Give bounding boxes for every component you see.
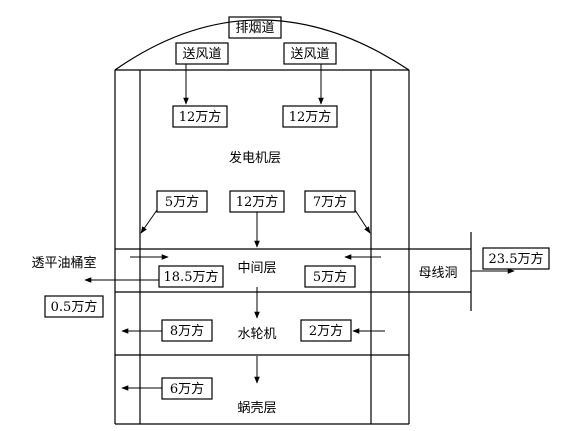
oil-tank-flow-label: 0.5万方	[51, 299, 98, 315]
supply-duct-right-label: 送风道	[290, 47, 329, 62]
turbine-right-flow-label: 2万方	[309, 323, 343, 339]
supply-right-flow-label: 12万方	[289, 109, 332, 125]
generator-floor-label: 发电机层	[229, 150, 281, 166]
supply-right-flow-box	[282, 105, 338, 128]
gen-center-flow-label: 12万方	[236, 194, 279, 210]
exhaust-duct-box	[228, 16, 282, 39]
busbar-flow-box	[482, 247, 550, 270]
busbar-flow-label: 23.5万方	[489, 251, 544, 267]
supply-left-flow-label: 12万方	[179, 109, 222, 125]
supply-duct-left-label: 送风道	[182, 47, 221, 62]
oil-tank-flow-box	[44, 295, 104, 318]
supply-duct-right-box	[283, 42, 337, 65]
roof-arch	[114, 19, 410, 71]
exhaust-duct-label: 排烟道	[235, 21, 274, 36]
turbine-left-flow-label: 8万方	[170, 323, 204, 339]
middle-right-flow-label: 5万方	[313, 269, 347, 285]
turbine-floor-label: 水轮机	[237, 327, 276, 342]
middle-left-flow-box	[158, 265, 224, 288]
volute-left-flow-label: 6万方	[170, 381, 204, 397]
gen-left-flow-box	[156, 190, 208, 213]
arrow-gen-left-diag	[140, 209, 158, 234]
arrow-gen-right-diag	[354, 209, 371, 234]
gen-right-flow-box	[304, 190, 356, 213]
oil-tank-room-label: 透平油桶室	[31, 255, 96, 271]
volute-floor-label: 蜗壳层	[237, 400, 276, 416]
turbine-right-flow-box	[300, 319, 352, 342]
middle-left-flow-label: 18.5万方	[164, 269, 219, 285]
gen-right-flow-label: 7万方	[313, 194, 347, 210]
supply-left-flow-box	[172, 105, 228, 128]
supply-duct-left-box	[175, 42, 229, 65]
middle-right-flow-box	[304, 265, 356, 288]
busbar-tunnel-label: 母线洞	[418, 266, 457, 281]
middle-floor-label: 中间层	[237, 261, 276, 276]
gen-left-flow-label: 5万方	[165, 194, 199, 210]
